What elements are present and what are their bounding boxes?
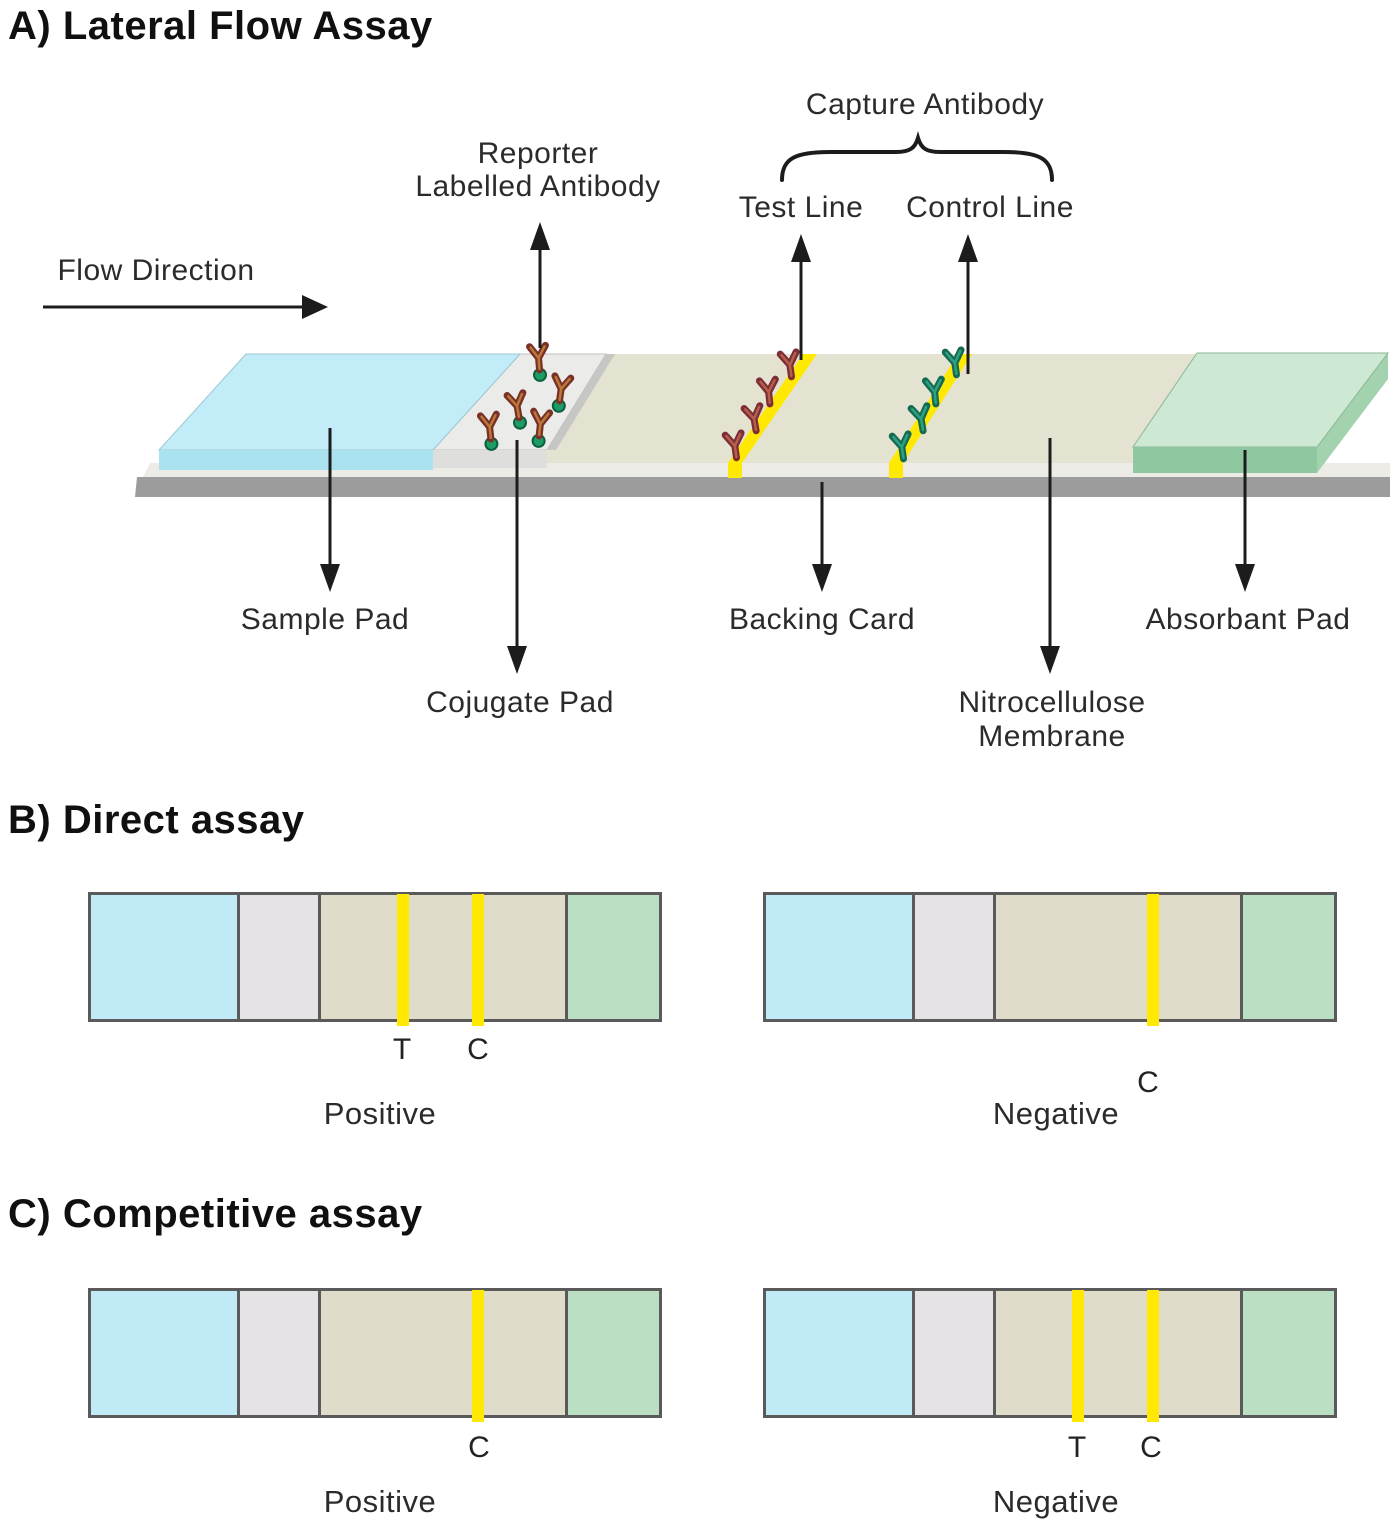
capture-antibody-brace <box>780 131 1054 182</box>
membrane-3d <box>540 354 1240 463</box>
conjugate-pad-front-3d <box>433 450 547 468</box>
reporter-antibody-icon <box>526 341 549 382</box>
test-capture-antibody-icon <box>755 375 779 408</box>
strip-sample-pad <box>91 895 237 1019</box>
control-line-mark <box>472 894 484 1026</box>
c-line-letter: C <box>468 1431 490 1464</box>
nitrocellulose-label-line2: Membrane <box>978 720 1126 753</box>
result-label-positive: Positive <box>323 1096 437 1131</box>
strip-conjugate-pad <box>912 895 993 1019</box>
test-line-3d <box>728 354 817 463</box>
absorbent-pad-side-3d <box>1317 353 1388 473</box>
sample-pad-arrowhead <box>320 564 340 592</box>
strip-competitive-positive <box>88 1288 662 1422</box>
reporter-antibody-label-line2: Labelled Antibody <box>415 170 661 203</box>
reporter-arrowhead <box>530 222 550 250</box>
conjugate-pad-side-3d <box>547 354 615 450</box>
strip-conjugate-pad <box>237 1291 318 1415</box>
strip-absorbent-pad <box>1240 1291 1334 1415</box>
sample-pad-label: Sample Pad <box>240 603 410 636</box>
conjugate-pad-label: Cojugate Pad <box>426 686 614 719</box>
absorbent-pad-front-3d <box>1133 447 1317 473</box>
section-c-title: C) Competitive assay <box>8 1192 423 1236</box>
strip-conjugate-pad <box>912 1291 993 1415</box>
test-line-label: Test Line <box>738 191 864 224</box>
reporter-antibody-icon <box>530 407 554 448</box>
backing-card-arrowhead <box>812 564 832 592</box>
strip-absorbent-pad <box>565 895 659 1019</box>
sample-pad-front-3d <box>159 450 433 470</box>
test-capture-antibody-icon <box>740 402 764 435</box>
t-line-letter: T <box>1067 1431 1087 1464</box>
reporter-antibody-label-line1: Reporter <box>477 137 599 170</box>
control-line-arrowhead <box>958 234 978 262</box>
backing-card-3d <box>135 477 1390 497</box>
lateral-flow-3d-diagram <box>43 131 1390 674</box>
strip-membrane <box>318 1291 565 1415</box>
control-line-mark <box>472 1290 484 1422</box>
strip-absorbent-pad <box>565 1291 659 1415</box>
absorbent-pad-arrowhead <box>1235 564 1255 592</box>
strip-sample-pad <box>766 895 912 1019</box>
conjugate-pad-arrowhead <box>507 646 527 674</box>
reporter-antibody-icon <box>551 372 575 413</box>
control-capture-antibody-icon <box>941 346 965 379</box>
flow-direction-label: Flow Direction <box>57 254 255 287</box>
strip-competitive-negative <box>763 1288 1337 1422</box>
strip-membrane <box>993 1291 1240 1415</box>
backing-card-label: Backing Card <box>728 603 916 636</box>
strip-direct-negative <box>763 892 1337 1026</box>
test-line-mark <box>397 894 409 1026</box>
membrane-arrowhead <box>1040 646 1060 674</box>
control-line-mark <box>1147 1290 1159 1422</box>
test-line-mark <box>1072 1290 1084 1422</box>
control-line-foot-3d <box>889 463 903 478</box>
strip-direct-positive <box>88 892 662 1026</box>
test-line-foot-3d <box>728 463 742 478</box>
test-line-arrowhead <box>791 234 811 262</box>
c-line-letter: C <box>1140 1431 1162 1464</box>
capture-antibody-label: Capture Antibody <box>805 88 1045 121</box>
strip-membrane <box>993 895 1240 1019</box>
control-line-label: Control Line <box>906 191 1074 224</box>
strip-sample-pad <box>91 1291 237 1415</box>
c-line-letter: C <box>1137 1066 1159 1099</box>
section-b-title: B) Direct assay <box>8 798 305 842</box>
absorbent-pad-label: Absorbant Pad <box>1145 603 1351 636</box>
reporter-antibody-icon <box>503 389 527 430</box>
control-capture-antibody-icon <box>907 402 931 435</box>
section-a-title: A) Lateral Flow Assay <box>8 4 433 48</box>
result-label-negative: Negative <box>992 1096 1120 1131</box>
test-capture-antibody-icon <box>776 348 800 381</box>
reporter-antibody-icon <box>476 410 500 451</box>
result-label-negative: Negative <box>992 1484 1120 1519</box>
t-line-letter: T <box>392 1033 412 1066</box>
control-line-mark <box>1147 894 1159 1026</box>
control-capture-antibody-icon <box>921 375 945 408</box>
result-label-positive: Positive <box>323 1484 437 1519</box>
strip-membrane <box>318 895 565 1019</box>
strip-absorbent-pad <box>1240 895 1334 1019</box>
flow-direction-arrowhead <box>302 295 328 319</box>
control-capture-antibody-icon <box>888 430 912 463</box>
nitrocellulose-label-line1: Nitrocellulose <box>958 686 1146 719</box>
c-line-letter: C <box>467 1033 489 1066</box>
strip-conjugate-pad <box>237 895 318 1019</box>
test-capture-antibody-icon <box>721 429 745 462</box>
strip-sample-pad <box>766 1291 912 1415</box>
